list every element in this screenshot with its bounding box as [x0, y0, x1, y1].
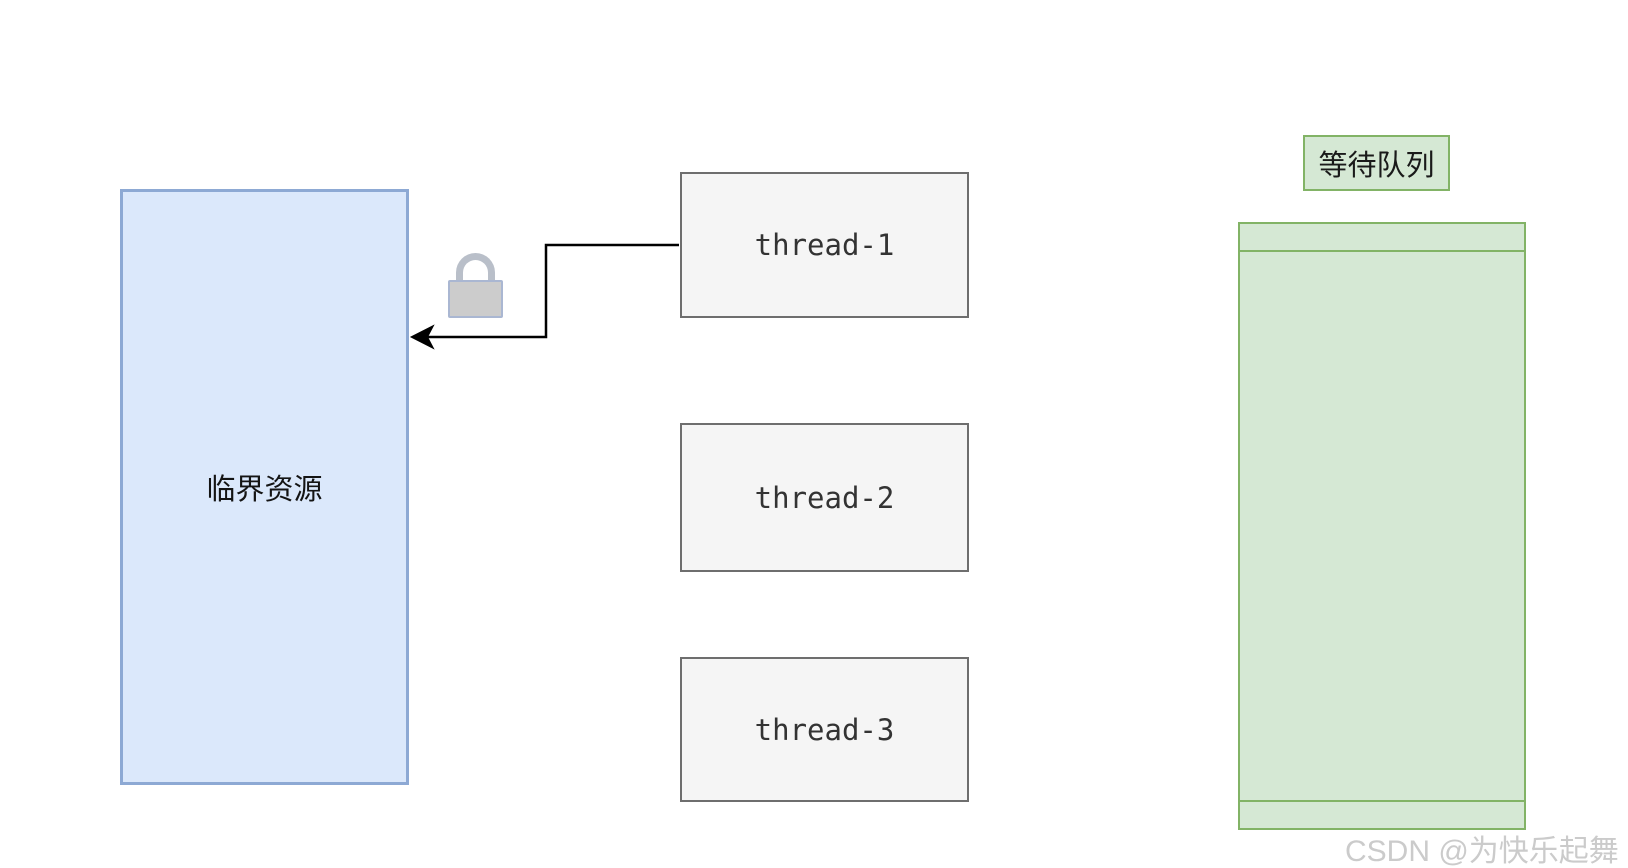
thread-2-box: thread-2 — [680, 423, 969, 572]
thread-2-label: thread-2 — [754, 480, 895, 515]
padlock-icon — [448, 253, 503, 318]
critical-resource-box: 临界资源 — [120, 189, 409, 785]
wait-queue-header-row — [1240, 224, 1524, 252]
thread-1-box: thread-1 — [680, 172, 969, 318]
critical-resource-label: 临界资源 — [206, 474, 323, 506]
thread-3-box: thread-3 — [680, 657, 969, 802]
padlock-body — [448, 280, 503, 318]
wait-queue-footer-row — [1240, 800, 1524, 828]
thread-1-label: thread-1 — [754, 228, 895, 262]
wait-queue-container — [1238, 222, 1526, 830]
wait-queue-label: 等待队列 — [1318, 150, 1435, 182]
wait-queue-label-box: 等待队列 — [1303, 135, 1450, 191]
csdn-watermark: CSDN @为快乐起舞 — [1345, 835, 1619, 868]
thread-3-label: thread-3 — [754, 712, 895, 747]
